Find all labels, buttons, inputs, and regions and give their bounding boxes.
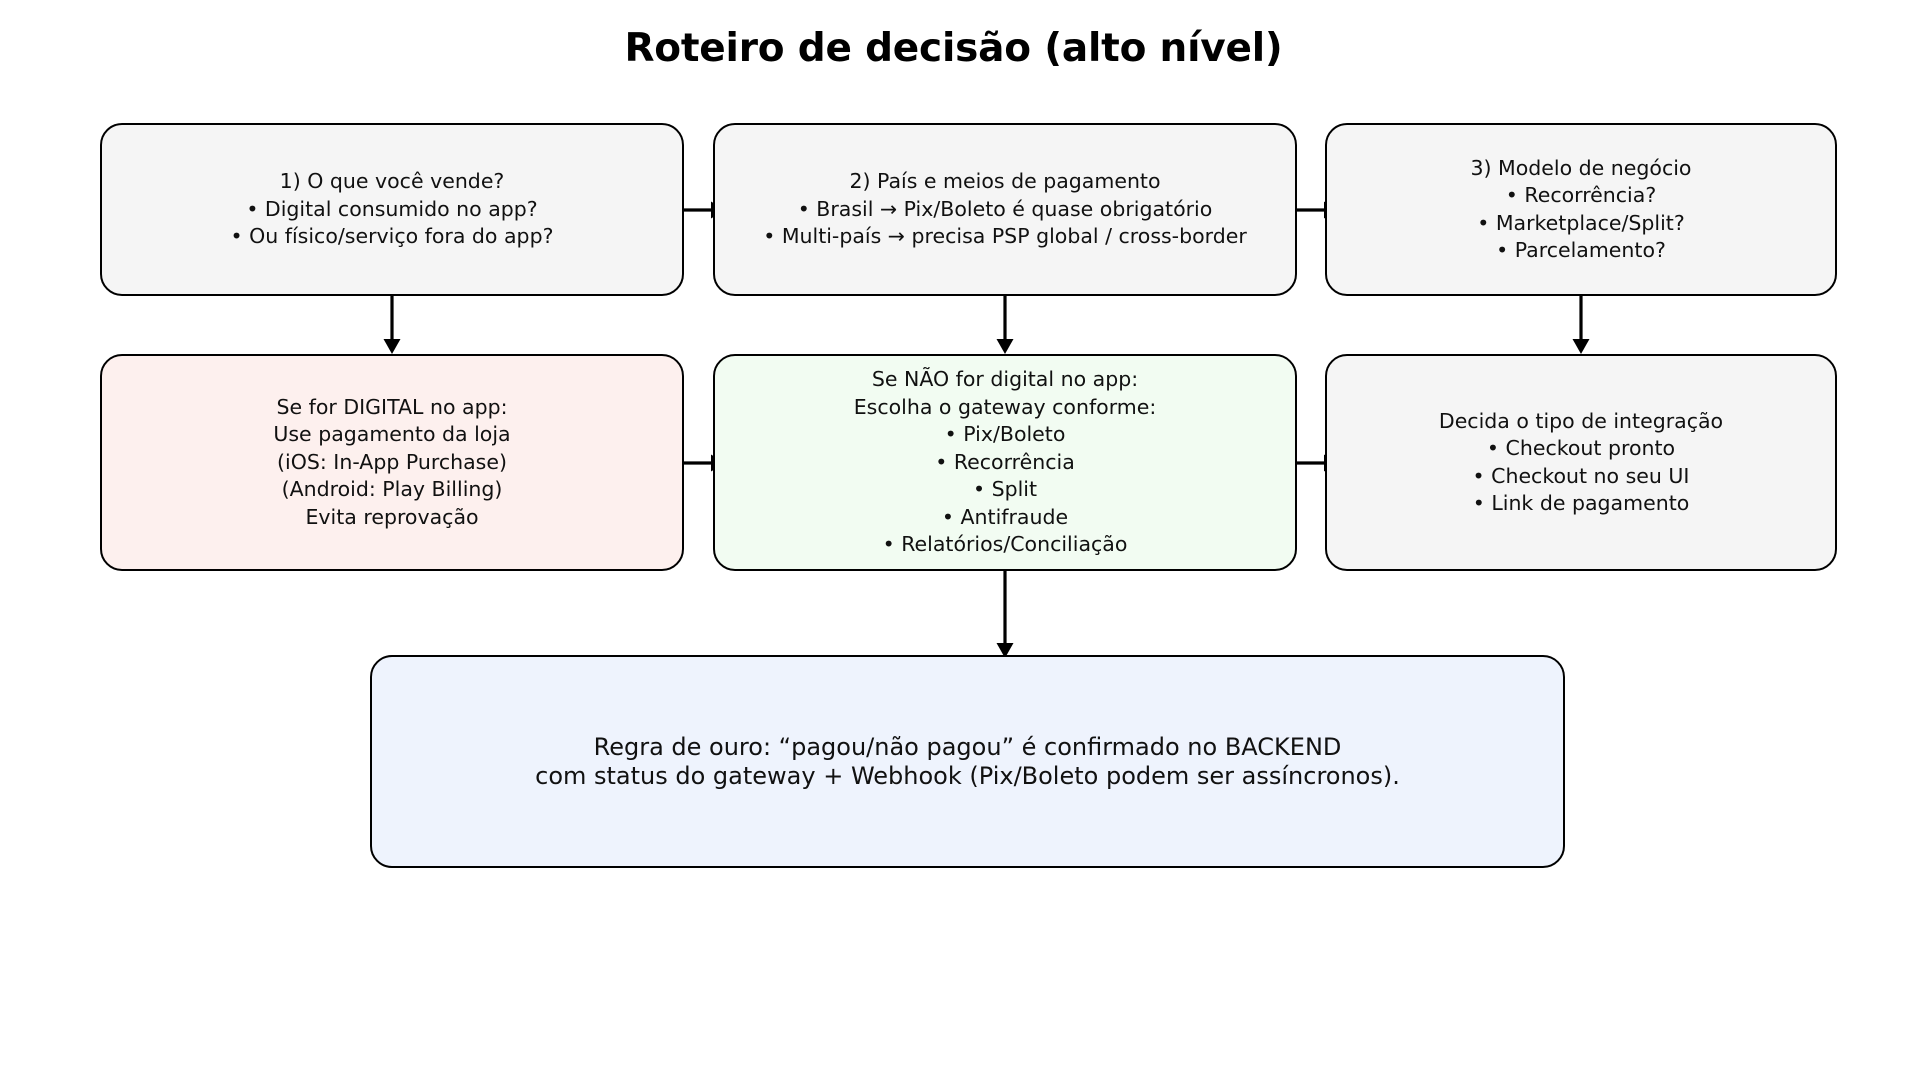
node-o-que-voce-vende[interactable]: 1) O que você vende? • Digital consumido… bbox=[100, 123, 684, 296]
node-se-nao-for-digital-no-app[interactable]: Se NÃO for digital no app: Escolha o gat… bbox=[713, 354, 1297, 571]
node-line: 2) País e meios de pagamento bbox=[849, 169, 1161, 194]
node-line: (iOS: In-App Purchase) bbox=[277, 449, 507, 474]
node-line: • Recorrência? bbox=[1505, 183, 1657, 207]
node-line: • Link de pagamento bbox=[1472, 491, 1690, 515]
node-line: • Recorrência bbox=[935, 449, 1075, 474]
node-line: 1) O que você vende? bbox=[279, 169, 505, 194]
node-line: • Marketplace/Split? bbox=[1477, 210, 1685, 235]
page-title: Roteiro de decisão (alto nível) bbox=[624, 26, 1283, 71]
node-line: • Relatórios/Conciliação bbox=[882, 532, 1128, 557]
node-line: • Brasil → Pix/Boleto é quase obrigatóri… bbox=[797, 196, 1213, 221]
node-se-for-digital-no-app[interactable]: Se for DIGITAL no app: Use pagamento da … bbox=[100, 354, 684, 571]
node-line: • Multi-país → precisa PSP global / cros… bbox=[763, 224, 1247, 249]
node-line: Se for DIGITAL no app: bbox=[276, 394, 508, 419]
node-line: • Split bbox=[972, 477, 1038, 502]
connector-business-to-integration bbox=[1567, 296, 1595, 356]
node-line: (Android: Play Billing) bbox=[281, 477, 503, 502]
node-pais-e-meios-de-pagamento[interactable]: 2) País e meios de pagamento • Brasil → … bbox=[713, 123, 1297, 296]
node-line: Regra de ouro: “pagou/não pagou” é confi… bbox=[593, 732, 1342, 761]
node-line: • Parcelamento? bbox=[1496, 238, 1666, 262]
node-line: • Antifraude bbox=[941, 504, 1069, 529]
node-line: • Ou físico/serviço fora do app? bbox=[230, 224, 554, 249]
node-line: Use pagamento da loja bbox=[273, 422, 511, 447]
node-line: com status do gateway + Webhook (Pix/Bol… bbox=[535, 761, 1400, 790]
node-line: Escolha o gateway conforme: bbox=[853, 394, 1157, 419]
node-line: • Checkout no seu UI bbox=[1472, 463, 1690, 488]
node-regra-de-ouro[interactable]: Regra de ouro: “pagou/não pagou” é confi… bbox=[370, 655, 1565, 868]
node-line: Decida o tipo de integração bbox=[1438, 408, 1724, 433]
node-modelo-de-negocio[interactable]: 3) Modelo de negócio • Recorrência? • Ma… bbox=[1325, 123, 1837, 296]
connector-country-to-notdigital bbox=[991, 296, 1019, 356]
node-line: Se NÃO for digital no app: bbox=[871, 367, 1139, 392]
node-line: • Checkout pronto bbox=[1486, 436, 1676, 460]
connector-notdigital-to-goldenrule bbox=[991, 571, 1019, 661]
node-decida-o-tipo-de-integracao[interactable]: Decida o tipo de integração • Checkout p… bbox=[1325, 354, 1837, 571]
node-line: • Digital consumido no app? bbox=[246, 196, 538, 221]
node-line: Evita reprovação bbox=[305, 504, 479, 529]
connector-sell-to-digital bbox=[378, 296, 406, 356]
node-line: 3) Modelo de negócio bbox=[1470, 155, 1692, 180]
node-line: • Pix/Boleto bbox=[944, 422, 1066, 447]
